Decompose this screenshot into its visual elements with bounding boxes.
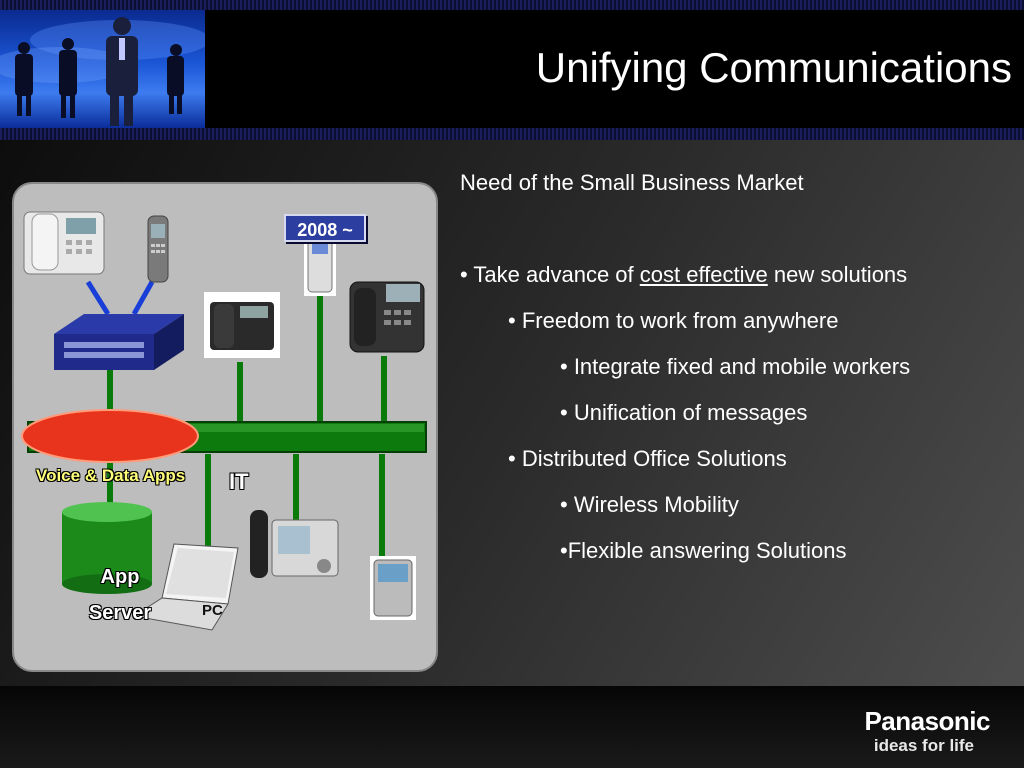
bullet-item: • Wireless Mobility xyxy=(560,492,739,517)
app-server-label-line1: App xyxy=(100,566,140,588)
bullet-item: • Unification of messages xyxy=(560,400,808,425)
pbx-unit-icon xyxy=(54,314,184,370)
panasonic-logo: Panasonic xyxy=(864,706,990,736)
cordless-handset-icon xyxy=(147,215,169,283)
slide-footer: Panasonic ideas for life xyxy=(0,686,1024,768)
page-title: Unifying Communications xyxy=(535,44,1012,91)
laptop-icon xyxy=(132,543,239,631)
pc-label: PC xyxy=(202,602,223,619)
year-badge: 2008 ~ xyxy=(284,214,366,242)
desk-phone-icon xyxy=(23,211,105,275)
bullet-item: • Distributed Office Solutions xyxy=(508,446,787,471)
it-network-label: IT xyxy=(229,469,249,494)
video-phone-icon xyxy=(250,510,339,578)
app-server-label-line2: Server xyxy=(88,602,152,624)
voice-data-apps-label: Voice & Data Apps xyxy=(36,466,186,485)
slide-body: 2008 ~ Voice & Data Apps IT App Server P… xyxy=(0,140,1024,686)
bullet-item: • Integrate fixed and mobile workers xyxy=(560,354,911,379)
header-bottom-stripe xyxy=(0,128,1024,140)
slide-header: Unifying Communications xyxy=(0,0,1024,140)
ip-phone-icon xyxy=(349,281,425,353)
pbx-links xyxy=(85,280,155,316)
bullet-item: •Flexible answering Solutions xyxy=(560,538,847,563)
network-diagram-canvas xyxy=(21,211,427,631)
bullet-heading: Need of the Small Business Market xyxy=(460,170,804,195)
business-people-photo xyxy=(0,10,205,128)
bullet-text: • Take advance of xyxy=(460,262,640,287)
ip-desk-phone-icon xyxy=(204,292,280,358)
voice-data-apps-oval xyxy=(21,409,199,463)
cost-effective-text: cost effective xyxy=(639,262,768,287)
brand-tagline: ideas for life xyxy=(873,736,974,755)
bullet-item: • Take advance of cost effective new sol… xyxy=(460,262,907,288)
connection-lines xyxy=(107,296,387,556)
app-server-icon xyxy=(62,502,152,594)
bullet-item: • Freedom to work from anywhere xyxy=(508,308,839,333)
bullet-text: new solutions xyxy=(767,262,908,287)
app-server-label: App Server xyxy=(76,559,164,631)
smartphone-icon xyxy=(370,556,416,620)
network-diagram: 2008 ~ Voice & Data Apps IT App Server P… xyxy=(12,182,438,672)
header-top-stripe xyxy=(0,0,1024,10)
